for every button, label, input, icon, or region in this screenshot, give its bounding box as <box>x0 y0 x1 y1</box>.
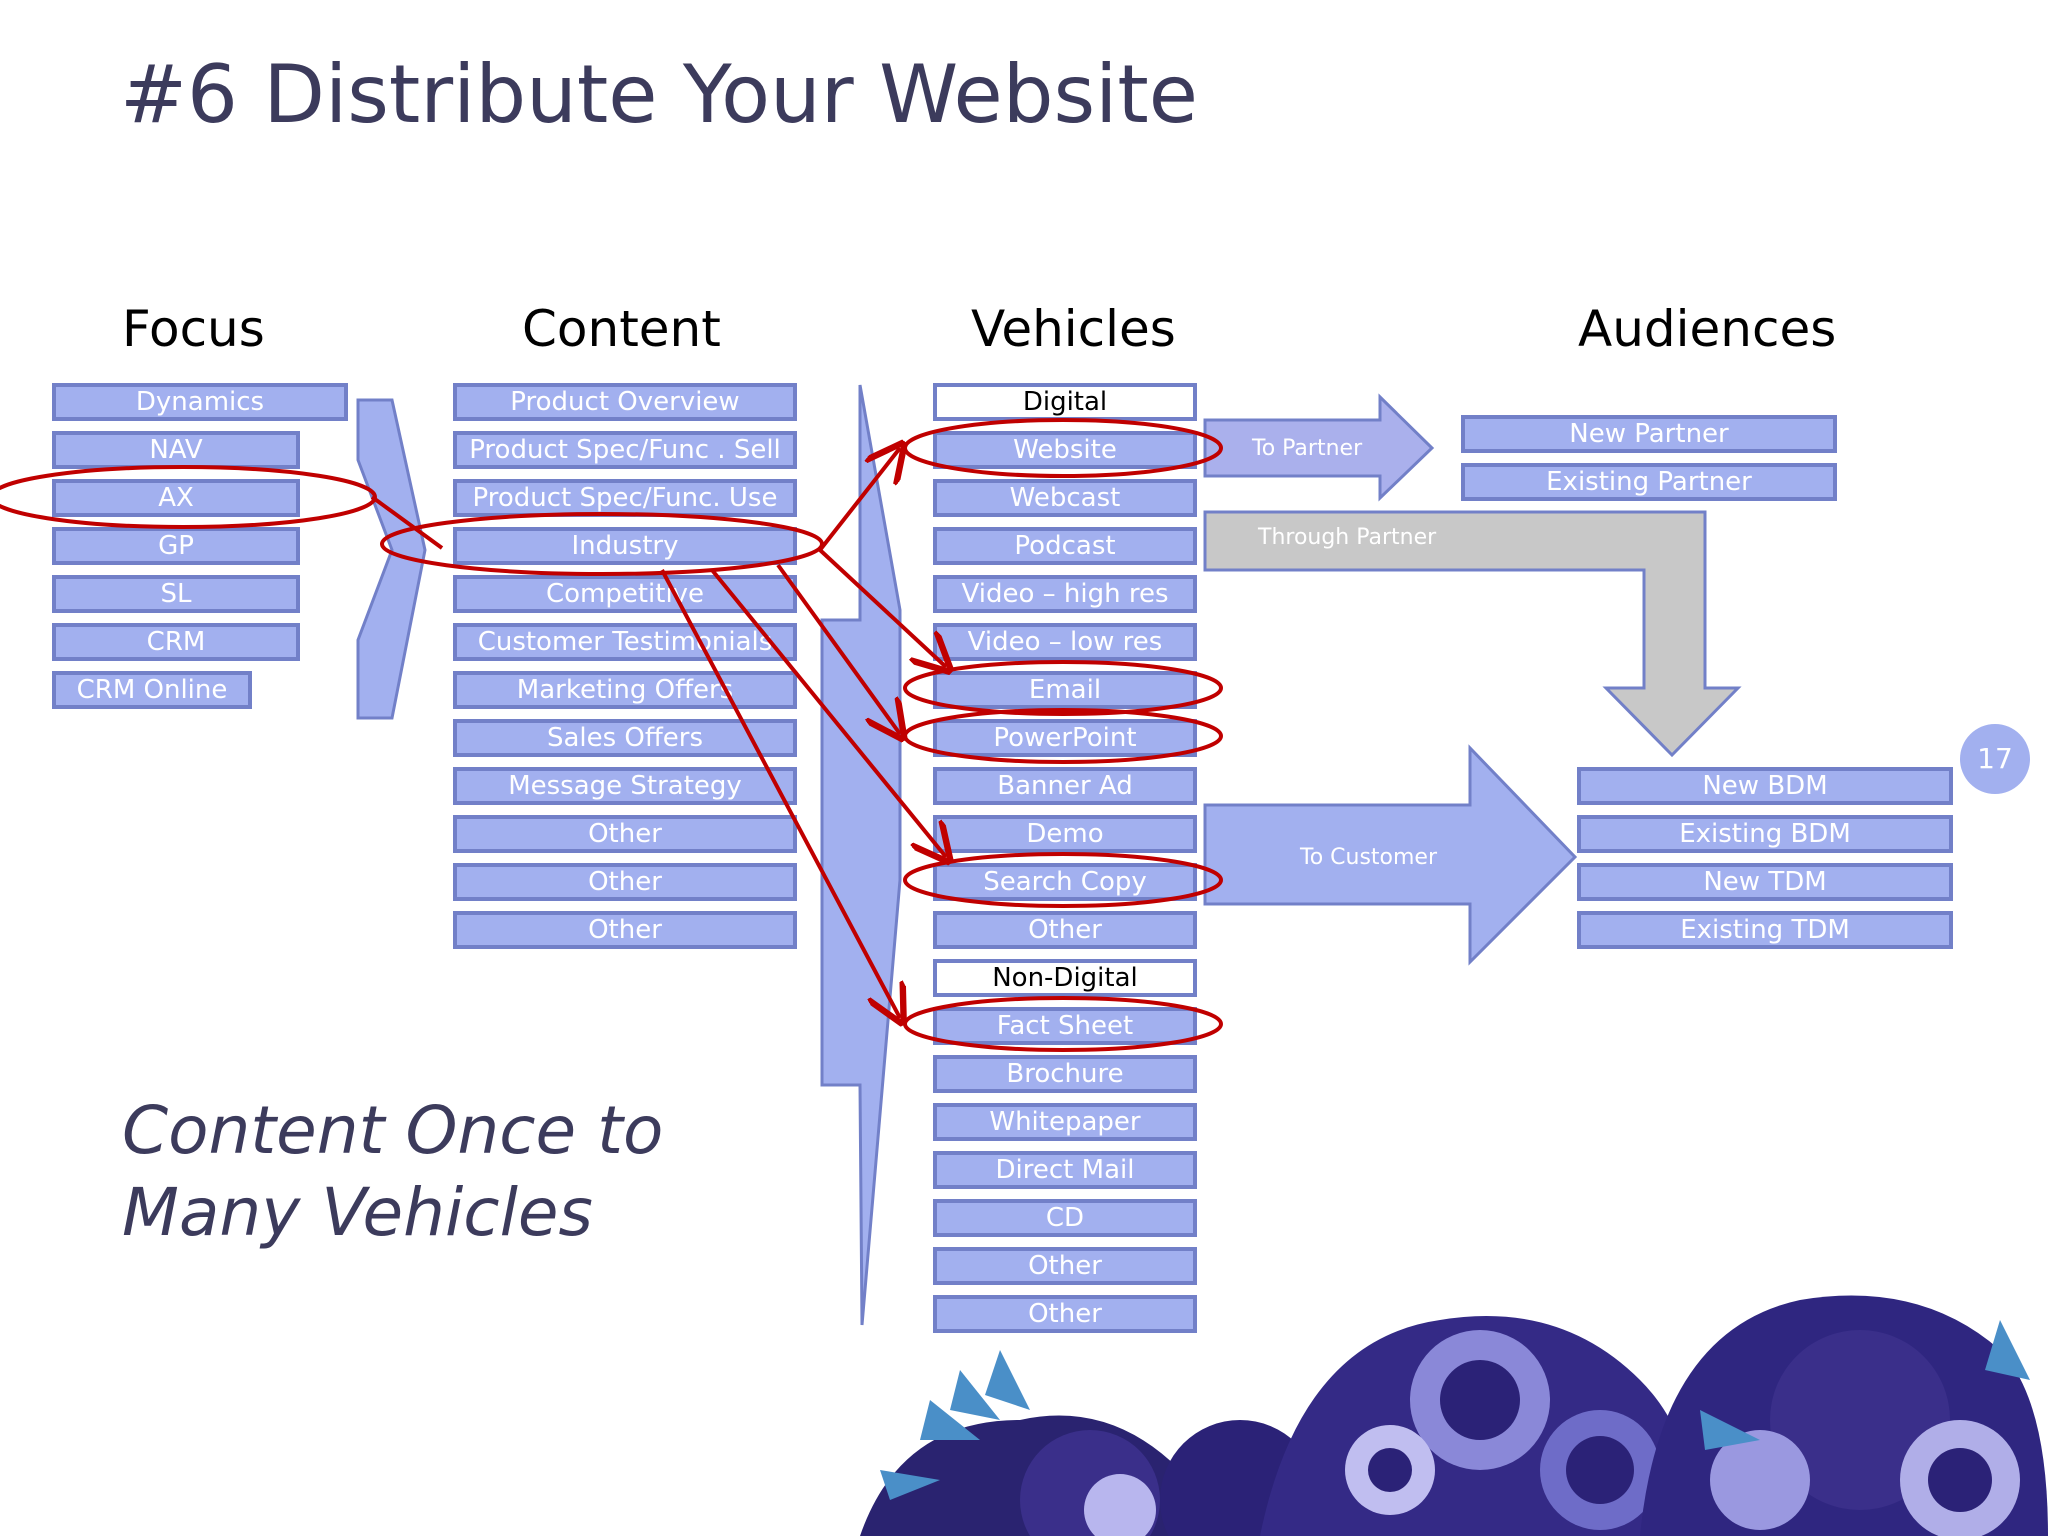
vehicle-item: Webcast <box>933 479 1197 517</box>
vehicle-item: Direct Mail <box>933 1151 1197 1189</box>
focus-item-crm: CRM <box>52 623 300 661</box>
to-customer-label: To Customer <box>1300 845 1438 870</box>
tagline-line-2: Many Vehicles <box>122 1174 593 1251</box>
content-item: Sales Offers <box>453 719 797 757</box>
connector-to-email <box>818 548 946 667</box>
highlight-industry <box>380 512 824 576</box>
tagline-line-1: Content Once to <box>122 1092 664 1169</box>
vehicle-item: Podcast <box>933 527 1197 565</box>
column-heading-vehicles: Vehicles <box>971 300 1176 358</box>
highlight-fact-sheet <box>903 996 1223 1052</box>
audience-new-bdm: New BDM <box>1577 767 1953 805</box>
audience-new-tdm: New TDM <box>1577 863 1953 901</box>
vehicle-item: Brochure <box>933 1055 1197 1093</box>
vehicle-item: Whitepaper <box>933 1103 1197 1141</box>
focus-item-ax: AX <box>52 479 300 517</box>
through-partner-label: Through Partner <box>1258 525 1437 550</box>
content-item: Marketing Offers <box>453 671 797 709</box>
vehicle-item-search-copy: Search Copy <box>933 863 1197 901</box>
content-item: Product Spec/Func . Sell <box>453 431 797 469</box>
content-item: Product Spec/Func. Use <box>453 479 797 517</box>
vehicle-item-email: Email <box>933 671 1197 709</box>
focus-item-gp: GP <box>52 527 300 565</box>
highlight-powerpoint <box>903 708 1223 764</box>
vehicle-item: Other <box>933 1295 1197 1333</box>
blue-leaves <box>880 1320 2030 1500</box>
to-customer-arrow <box>1203 744 1578 966</box>
highlight-website <box>903 418 1223 478</box>
through-partner-arrow <box>1203 510 1742 758</box>
column-heading-focus: Focus <box>122 300 265 358</box>
vehicle-item-powerpoint: PowerPoint <box>933 719 1197 757</box>
content-item: Product Overview <box>453 383 797 421</box>
focus-item-crm-online: CRM Online <box>52 671 252 709</box>
column-heading-content: Content <box>522 300 721 358</box>
audience-existing-bdm: Existing BDM <box>1577 815 1953 853</box>
to-partner-arrow <box>1203 393 1435 502</box>
connector-to-search-copy <box>710 568 946 857</box>
content-item: Other <box>453 911 797 949</box>
highlight-ax <box>0 465 377 529</box>
audience-existing-partner: Existing Partner <box>1461 463 1837 501</box>
tagline: Content Once to Many Vehicles <box>122 1090 663 1254</box>
vehicle-item-fact-sheet: Fact Sheet <box>933 1007 1197 1045</box>
audience-existing-tdm: Existing TDM <box>1577 911 1953 949</box>
connector-ax-to-industry <box>370 495 444 550</box>
content-item: Message Strategy <box>453 767 797 805</box>
content-item: Other <box>453 863 797 901</box>
content-item: Customer Testimonials <box>453 623 797 661</box>
vehicle-group-non-digital: Non-Digital <box>933 959 1197 997</box>
dark-ornament <box>860 1295 2048 1536</box>
highlight-email <box>903 660 1223 716</box>
vehicle-item: Other <box>933 1247 1197 1285</box>
vehicle-item: Banner Ad <box>933 767 1197 805</box>
audience-new-partner: New Partner <box>1461 415 1837 453</box>
connector-to-powerpoint <box>776 563 900 734</box>
vehicle-item-website: Website <box>933 431 1197 469</box>
to-partner-label: To Partner <box>1252 436 1363 461</box>
focus-item-nav: NAV <box>52 431 300 469</box>
vehicle-item: Other <box>933 911 1197 949</box>
vehicle-item: Video – low res <box>933 623 1197 661</box>
column-heading-audiences: Audiences <box>1578 300 1837 358</box>
focus-item-dynamics: Dynamics <box>52 383 348 421</box>
slide-title: #6 Distribute Your Website <box>120 48 1198 141</box>
content-item: Other <box>453 815 797 853</box>
vehicle-item: Video – high res <box>933 575 1197 613</box>
connector-to-website <box>818 448 900 552</box>
focus-item-sl: SL <box>52 575 300 613</box>
page-number-badge: 17 <box>1960 724 2030 794</box>
content-item-industry: Industry <box>453 527 797 565</box>
vehicle-item: CD <box>933 1199 1197 1237</box>
connector-to-fact-sheet <box>660 569 900 1018</box>
highlight-search-copy <box>903 852 1223 908</box>
